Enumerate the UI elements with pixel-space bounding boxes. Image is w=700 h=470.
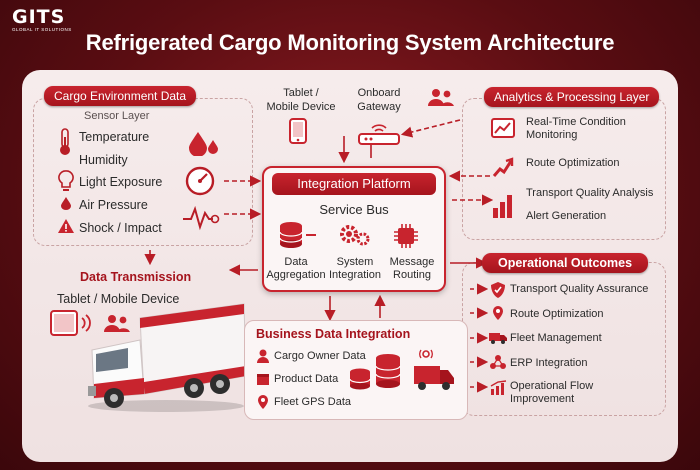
transmission-device-label: Tablet / Mobile Device: [57, 292, 180, 306]
service-bus-label: Service Bus: [319, 202, 389, 217]
brand-logo: GITS GLOBAL IT SOLUTIONS: [12, 6, 72, 33]
logo-tagline: GLOBAL IT SOLUTIONS: [12, 27, 72, 32]
pressure-gauge-icon: [185, 166, 215, 196]
outcome-item-operational-flow: Operational Flow Improvement: [510, 380, 594, 405]
page-title: Refrigerated Cargo Monitoring System Arc…: [85, 30, 615, 55]
analytics-item-transport-quality: Transport Quality Analysis: [526, 187, 654, 199]
tablet-icon: [289, 118, 307, 144]
bar-chart-icon: [493, 195, 512, 218]
analytics-item-realtime-monitoring: Real-Time Condition Monitoring: [526, 116, 626, 141]
analytics-item-route-optimization: Route Optimization: [526, 157, 620, 169]
sensor-item-temperature: Temperature: [79, 130, 150, 144]
sensor-item-humidity: Humidity: [79, 153, 128, 167]
fleet-truck-icon: [489, 333, 507, 344]
outcomes-header: Operational Outcomes: [482, 253, 649, 273]
onboard-gateway-label: Onboard Gateway: [357, 87, 401, 113]
users-icon-transmission: [104, 315, 130, 332]
product-box-icon: [257, 374, 269, 385]
outcome-item-route-optimization: Route Optimization: [510, 308, 604, 320]
delivery-truck-icon: [414, 349, 454, 390]
tablet-signal-icon: [50, 310, 91, 336]
sensor-item-light-exposure: Light Exposure: [79, 175, 163, 189]
sensor-item-shock-impact: Shock / Impact: [79, 221, 162, 235]
warning-icon: [58, 219, 74, 233]
module-system-integration: System Integration: [329, 256, 381, 281]
monitoring-chart-icon: [491, 118, 515, 138]
shield-check-icon: [491, 282, 505, 298]
business-item-product: Product Data: [274, 373, 339, 385]
shock-pulse-icon: [183, 205, 220, 231]
analytics-header: Analytics & Processing Layer: [484, 87, 660, 107]
sensor-item-air-pressure: Air Pressure: [79, 198, 148, 212]
module-data-aggregation: Data Aggregation: [266, 256, 326, 281]
sensor-layer-label: Sensor Layer: [84, 110, 150, 122]
route-pin-icon: [493, 306, 503, 320]
integration-platform-header: Integration Platform: [272, 173, 436, 195]
refrigerated-truck-illustration: [88, 303, 247, 412]
gears-icon: [340, 225, 370, 246]
business-data-header: Business Data Integration: [256, 327, 411, 341]
transmission-header: Data Transmission: [80, 270, 192, 284]
database-icon: [279, 222, 316, 248]
cargo-owner-icon: [257, 349, 269, 363]
module-message-routing: Message Routing: [389, 256, 435, 281]
gps-pin-icon: [258, 395, 268, 409]
business-item-fleet-gps: Fleet GPS Data: [274, 396, 352, 408]
users-icon: [428, 89, 454, 106]
integration-platform-card: Integration Platform Service Bus Data Ag…: [262, 166, 446, 292]
outcome-item-transport-quality: Transport Quality Assurance: [510, 283, 649, 295]
erp-network-icon: [490, 355, 506, 369]
business-item-cargo-owner: Cargo Owner Data: [274, 350, 366, 362]
analytics-item-alert-generation: Alert Generation: [526, 210, 607, 222]
database-stack-icon: [349, 354, 401, 390]
gateway-router-icon: [358, 124, 400, 145]
air-pressure-icon: [61, 197, 71, 210]
humidity-drops-icon: [189, 132, 218, 156]
route-icon: [492, 157, 514, 177]
thermometer-icon: [60, 128, 70, 155]
tablet-device-label: Tablet / Mobile Device: [266, 87, 336, 113]
processor-chip-icon: [394, 224, 418, 248]
light-bulb-icon: [58, 170, 74, 191]
cargo-env-header: Cargo Environment Data: [44, 86, 197, 106]
outcome-item-fleet-management: Fleet Management: [510, 332, 602, 344]
logo-mark: GITS: [12, 6, 66, 28]
outcome-item-erp-integration: ERP Integration: [510, 357, 588, 369]
flow-chart-icon: [490, 380, 507, 395]
